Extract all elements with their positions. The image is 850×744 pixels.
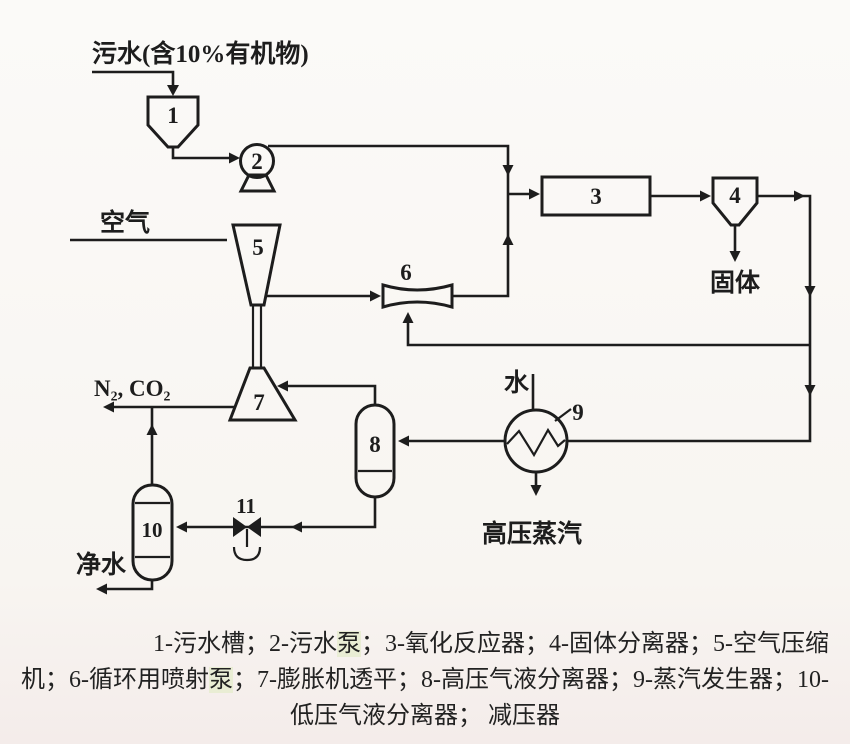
lp-separator-10: 10 [131, 483, 174, 582]
arrow-down-right-line-1 [804, 286, 816, 297]
water-label: 水 [504, 369, 530, 397]
caption-line-3: 低压气液分离器； 减压器 [0, 698, 850, 734]
turbine-symbol [227, 366, 298, 422]
caption-line-1-highlight: 泵 [337, 631, 361, 657]
compressor-number: 5 [252, 235, 264, 260]
expansion-turbine-7: 7 [227, 366, 298, 422]
compressor-turbine-shaft [251, 305, 263, 368]
reactor-3: 3 [540, 175, 652, 217]
tank-1: 1 [146, 95, 200, 149]
arrow-down-solids [729, 251, 741, 262]
caption-line-2: 机；6-循环用喷射泵；7-膨胀机透平；8-高压气液分离器；9-蒸汽发生器；10- [0, 662, 850, 698]
arrow-down-steam [530, 485, 542, 496]
generator-circle [503, 408, 569, 474]
pipes [70, 70, 812, 591]
arrow-left-before-valve [291, 521, 302, 533]
steam-generator-9: 9 [503, 400, 584, 474]
ejector-number: 6 [400, 260, 412, 285]
compressor-symbol [231, 223, 282, 307]
arrow-right-into-ejector [370, 290, 381, 302]
arrow-left-offgas [103, 401, 114, 413]
air-label: 空气 [100, 208, 150, 237]
turbine-number: 7 [253, 390, 265, 415]
arrow-down-riser [502, 165, 514, 176]
air-compressor-5: 5 [231, 223, 282, 307]
arrow-right-into-separator [700, 190, 711, 202]
hp-bottoms-pipe [187, 497, 377, 529]
arrow-down-right-line-2 [804, 385, 816, 396]
hp-vessel-symbol [354, 403, 396, 499]
arrow-left-clean-water [96, 583, 107, 595]
reducing-valve-11: 11 [232, 494, 262, 562]
tank-outlet-pipe [171, 147, 229, 160]
valve-right-wedge [247, 517, 261, 537]
ejector-symbol [381, 282, 454, 310]
shaft [251, 305, 263, 368]
pump-discharge-riser [268, 144, 510, 298]
recycle-pipe [406, 323, 810, 347]
generator-coil-wave [506, 427, 566, 458]
arrow-down-into-tank [167, 85, 179, 96]
hp-steam-label: 高压蒸汽 [482, 519, 582, 548]
separator-symbol [711, 176, 759, 227]
feed-label: 污水(含10%有机物) [92, 39, 309, 68]
separator-outlet-pipe [567, 194, 812, 443]
lp-separator-number: 10 [142, 518, 163, 542]
jet-ejector-6: 6 [381, 260, 454, 310]
valve-cup [232, 546, 262, 562]
offgas-label: N₂, CO₂ [94, 376, 171, 401]
pump-base [238, 173, 277, 193]
pump-circle [239, 143, 275, 179]
pump-number: 2 [251, 149, 263, 174]
turbine-inlet-pipe [288, 384, 377, 405]
valve-number: 11 [236, 494, 256, 518]
caption-line-2-pre: 机；6-循环用喷射 [21, 667, 210, 693]
clean-water-label: 净水 [76, 551, 127, 579]
clean-water-pipe [107, 580, 154, 591]
lp-vessel-level-lines [135, 501, 170, 559]
arrow-up-vent [146, 424, 158, 435]
reactor-number: 3 [590, 184, 602, 209]
caption-line-1-post: ；3-氧化反应器；4-固体分离器；5-空气压缩 [361, 631, 829, 657]
tank-number: 1 [167, 103, 179, 128]
stream-labels: 污水(含10%有机物) 空气 N₂, CO₂ 水 固体 高压蒸汽 净水 [76, 39, 761, 579]
hp-separator-number: 8 [369, 432, 381, 457]
flow-arrows [96, 85, 816, 595]
caption-line-2-post: ；7-膨胀机透平；8-高压气液分离器；9-蒸汽发生器；10- [233, 667, 829, 693]
arrow-left-into-lp-separator [176, 521, 187, 533]
separator-number: 4 [729, 183, 741, 208]
arrow-left-into-hp-separator [398, 435, 409, 447]
arrow-right-top-corner [794, 190, 805, 202]
arrow-left-into-turbine [277, 380, 288, 392]
figure-caption: 1-污水槽；2-污水泵；3-氧化反应器；4-固体分离器；5-空气压缩 机；6-循… [0, 626, 850, 734]
solids-label: 固体 [710, 269, 761, 297]
generator-leader-line [554, 408, 572, 422]
valve-left-wedge [233, 517, 247, 537]
caption-line-1-pre: 1-污水槽；2-污水 [153, 631, 337, 657]
hopper-symbol [146, 95, 200, 149]
arrow-up-riser [502, 234, 514, 245]
caption-line-2-highlight: 泵 [209, 667, 234, 693]
solid-separator-4: 4 [711, 176, 759, 227]
generator-number: 9 [572, 400, 584, 425]
arrow-right-into-reactor [529, 188, 540, 200]
caption-line-1: 1-污水槽；2-污水泵；3-氧化反应器；4-固体分离器；5-空气压缩 [0, 626, 850, 662]
arrow-up-into-ejector [402, 312, 414, 323]
hp-separator-8: 8 [354, 403, 396, 499]
pump-2: 2 [238, 143, 277, 193]
arrow-right-into-pump [229, 152, 240, 164]
process-flow-diagram: 1 2 3 4 5 6 7 8 9 1 [70, 39, 816, 595]
caption-line-3-text: 低压气液分离器； 减压器 [290, 703, 560, 729]
lp-vessel-symbol [131, 483, 174, 582]
reactor-symbol [540, 175, 652, 217]
feed-pipe [92, 70, 175, 85]
